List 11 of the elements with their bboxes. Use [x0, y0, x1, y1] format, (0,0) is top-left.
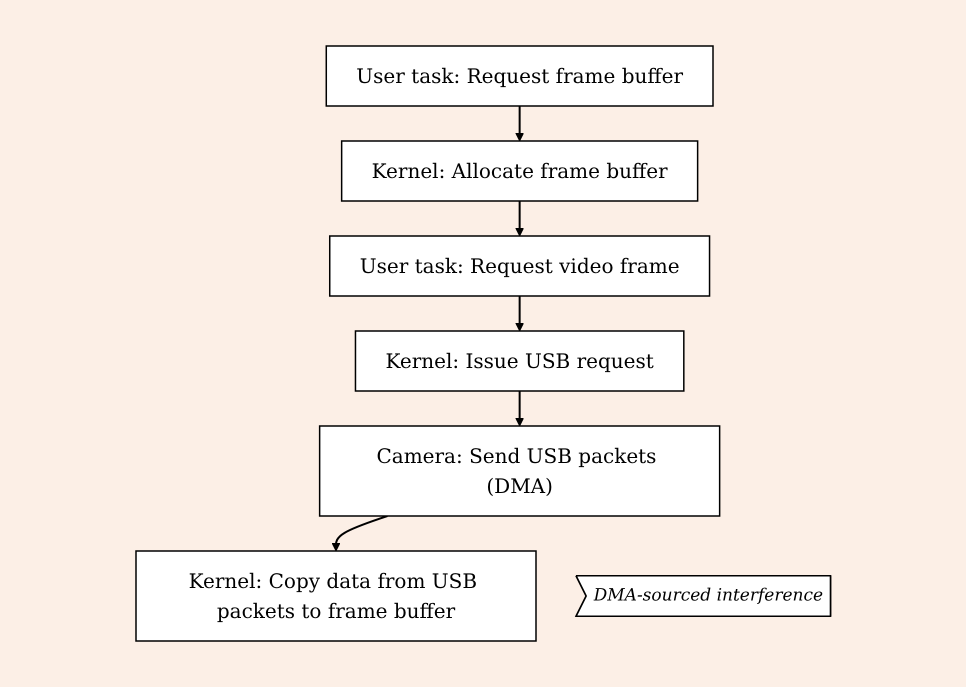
node-box: Camera: Send USB packets (DMA)	[318, 425, 720, 517]
arrow	[514, 296, 524, 332]
node-box: Kernel: Copy data from USB packets to frame buffer	[134, 550, 536, 642]
node-box: User task: Request video frame	[328, 235, 710, 297]
node-box: Kernel: Allocate frame buffer	[340, 140, 698, 202]
arrow	[514, 391, 524, 426]
arrow	[331, 515, 388, 552]
arrow	[514, 201, 524, 236]
node-box: User task: Request frame buffer	[325, 45, 714, 107]
node-box: Kernel: Issue USB request	[354, 330, 684, 392]
arrow	[514, 106, 524, 142]
